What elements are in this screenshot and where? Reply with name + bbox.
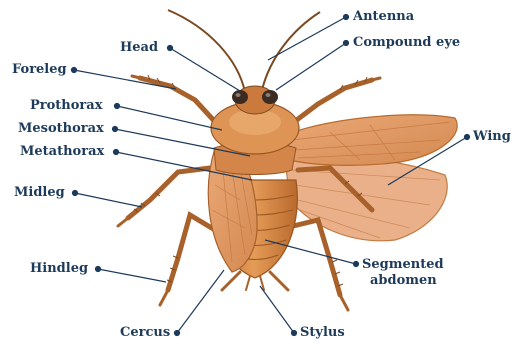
label-stylus: Stylus (300, 325, 345, 340)
hindleg-left (168, 215, 215, 290)
label-prothorax: Prothorax (30, 98, 102, 113)
cercus-right (270, 272, 288, 290)
compound-eye-right (262, 90, 278, 104)
label-antenna: Antenna (353, 9, 414, 24)
compound-eye-left (232, 90, 248, 104)
antenna-left (168, 10, 245, 92)
label-foreleg: Foreleg (12, 62, 67, 77)
antenna-right (262, 12, 320, 90)
label-segmented: Segmented (362, 257, 444, 272)
label-midleg: Midleg (14, 185, 65, 200)
label-metathorax: Metathorax (20, 144, 104, 159)
midleg-left (128, 168, 210, 218)
label-wing: Wing (473, 129, 511, 144)
label-mesothorax: Mesothorax (18, 121, 104, 136)
cercus-left (222, 272, 240, 290)
label-abdomen: abdomen (370, 273, 437, 288)
label-compound-eye: Compound eye (353, 35, 460, 50)
label-head: Head (120, 40, 158, 55)
wing-right-fore (285, 115, 457, 165)
label-hindleg: Hindleg (30, 261, 88, 276)
label-cercus: Cercus (120, 325, 170, 340)
